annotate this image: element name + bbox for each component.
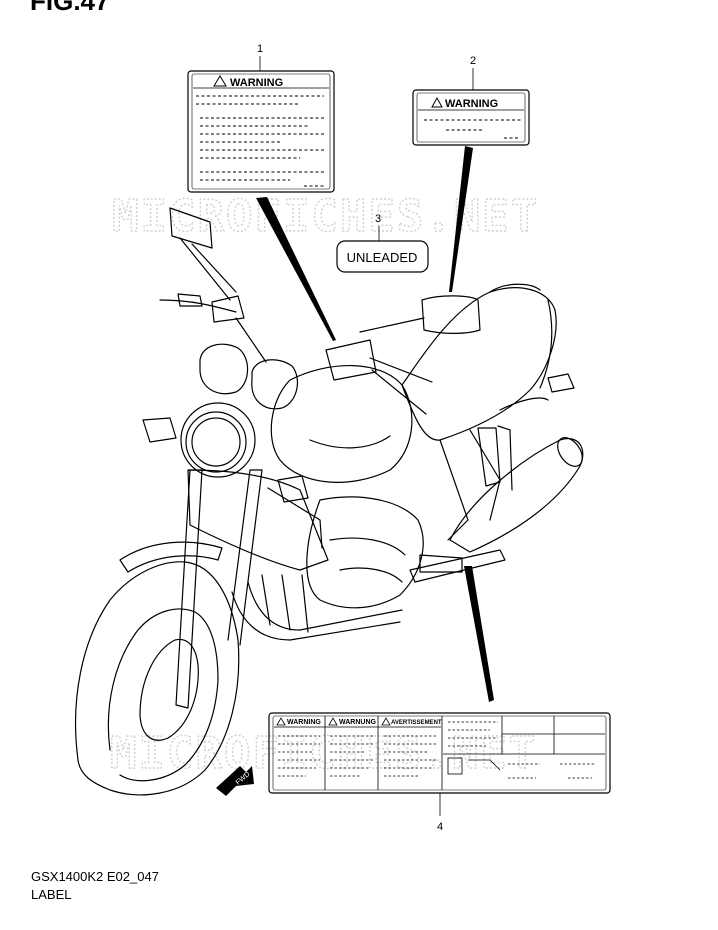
pointer-4: [464, 566, 494, 702]
watermark-top: MICROFICHES.NET: [112, 191, 539, 242]
label-4-title-en: WARNING: [287, 719, 321, 726]
callout-4: 4: [437, 821, 443, 833]
label-2[interactable]: [412, 89, 530, 146]
pointer-1: [256, 197, 336, 341]
watermark-bottom: MICROFICHES.NET: [110, 728, 537, 779]
callout-1: 1: [257, 43, 263, 55]
label-4[interactable]: [268, 712, 611, 794]
label-2-title: WARNING: [445, 98, 498, 110]
figure-caption: LABEL: [31, 887, 72, 902]
fwd-arrow-icon: FWD: [216, 766, 254, 796]
label-1[interactable]: [187, 70, 335, 193]
model-code: GSX1400K2 E02_047: [31, 869, 159, 884]
label-4-title-fr: AVERTISSEMENT: [391, 720, 442, 726]
pointer-2: [449, 146, 473, 292]
label-1-title: WARNING: [230, 77, 283, 89]
callout-2: 2: [470, 55, 476, 67]
label-4-title-de: WARNUNG: [339, 719, 376, 726]
motorcycle-illustration: [74, 207, 584, 796]
callout-3: 3: [375, 213, 381, 225]
label-3-text: UNLEADED: [347, 250, 418, 265]
figure-title: FIG.47: [30, 0, 110, 16]
label-3[interactable]: [336, 240, 429, 273]
